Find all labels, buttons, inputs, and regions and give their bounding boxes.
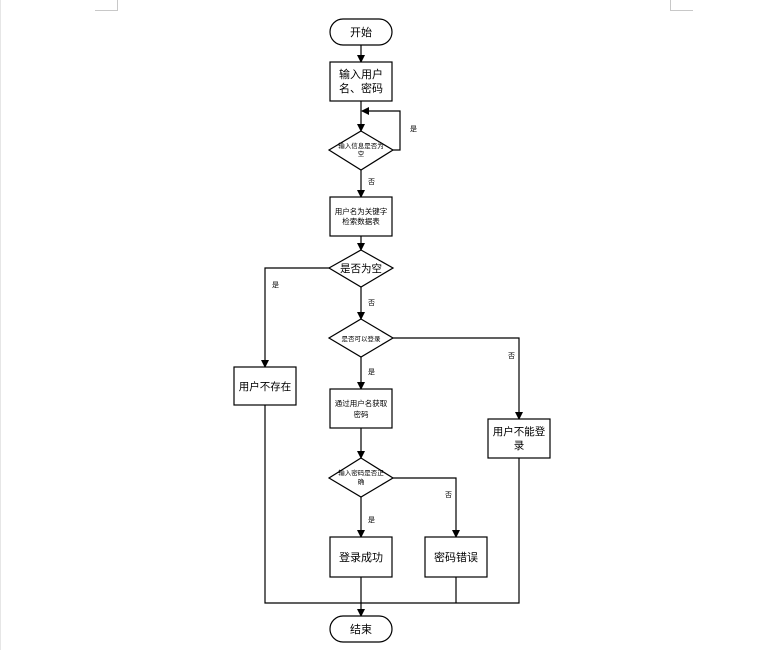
get-password-label: 通过用户名获取密码 bbox=[335, 398, 388, 419]
is-empty-diamond bbox=[327, 249, 395, 288]
check-password-label: 输入密码是否正确 bbox=[338, 468, 384, 486]
label-line: 确 bbox=[358, 477, 365, 486]
edge-checkpw-no bbox=[393, 477, 460, 538]
edge-canlogin-no bbox=[393, 337, 523, 420]
user-not-exist-box bbox=[233, 366, 297, 406]
page-corner-mark-left bbox=[95, 0, 118, 11]
is-empty-label: 是否为空 bbox=[340, 262, 382, 275]
cannot-login-box bbox=[487, 418, 551, 459]
input-credentials-label: 输入用户名、密码 bbox=[339, 67, 383, 95]
edge-notexist-to-merge bbox=[264, 405, 520, 604]
check-password-no-label: 否 bbox=[445, 491, 452, 499]
login-success-box bbox=[329, 536, 393, 578]
input-credentials-box bbox=[329, 61, 393, 102]
cannot-login-label: 用户不能登录 bbox=[493, 425, 546, 452]
search-by-username-label: 用户名为关键字检索数据表 bbox=[335, 206, 388, 226]
end-label: 结束 bbox=[350, 623, 372, 636]
label-line: 名、密码 bbox=[339, 81, 383, 95]
input-check-no-label: 否 bbox=[368, 178, 375, 186]
label-line: 密码 bbox=[354, 409, 369, 419]
label-line: 检索数据表 bbox=[342, 216, 380, 226]
search-by-username-box bbox=[329, 196, 393, 237]
start-terminal bbox=[329, 18, 393, 46]
check-password-diamond bbox=[327, 457, 395, 498]
can-login-label: 是否可以登录 bbox=[342, 334, 382, 343]
label-line: 录 bbox=[514, 440, 525, 452]
wrong-password-label: 密码错误 bbox=[434, 550, 478, 564]
end-terminal bbox=[329, 615, 393, 643]
can-login-no-label: 否 bbox=[508, 352, 515, 360]
loop-yes-label: 是 bbox=[410, 125, 417, 133]
can-login-yes-label: 是 bbox=[368, 368, 375, 376]
label-line: 通过用户名获取 bbox=[335, 398, 388, 408]
label-line: 输入密码是否正 bbox=[338, 468, 384, 477]
is-empty-yes-label: 是 bbox=[272, 281, 279, 289]
label-line: 输入信息是否为 bbox=[338, 141, 384, 150]
check-input-empty-diamond bbox=[327, 130, 395, 171]
check-password-yes-label: 是 bbox=[368, 516, 375, 524]
is-empty-no-label: 否 bbox=[368, 299, 375, 307]
start-label: 开始 bbox=[350, 25, 372, 39]
label-line: 空 bbox=[358, 149, 365, 158]
label-line: 用户名为关键字 bbox=[335, 206, 388, 216]
label-line: 用户不能登 bbox=[493, 425, 546, 438]
edge-isempty-yes bbox=[261, 267, 330, 368]
get-password-box bbox=[329, 388, 393, 429]
page-corner-mark-right bbox=[670, 0, 693, 11]
user-not-exist-label: 用户不存在 bbox=[239, 380, 292, 393]
check-input-empty-label: 输入信息是否为空 bbox=[338, 141, 384, 158]
wrong-password-box bbox=[424, 536, 488, 578]
can-login-diamond bbox=[327, 318, 395, 358]
edge-loop-yes bbox=[361, 107, 401, 151]
label-line: 输入用户 bbox=[339, 67, 383, 81]
page-left-edge bbox=[0, 0, 1, 650]
login-success-label: 登录成功 bbox=[339, 550, 383, 564]
